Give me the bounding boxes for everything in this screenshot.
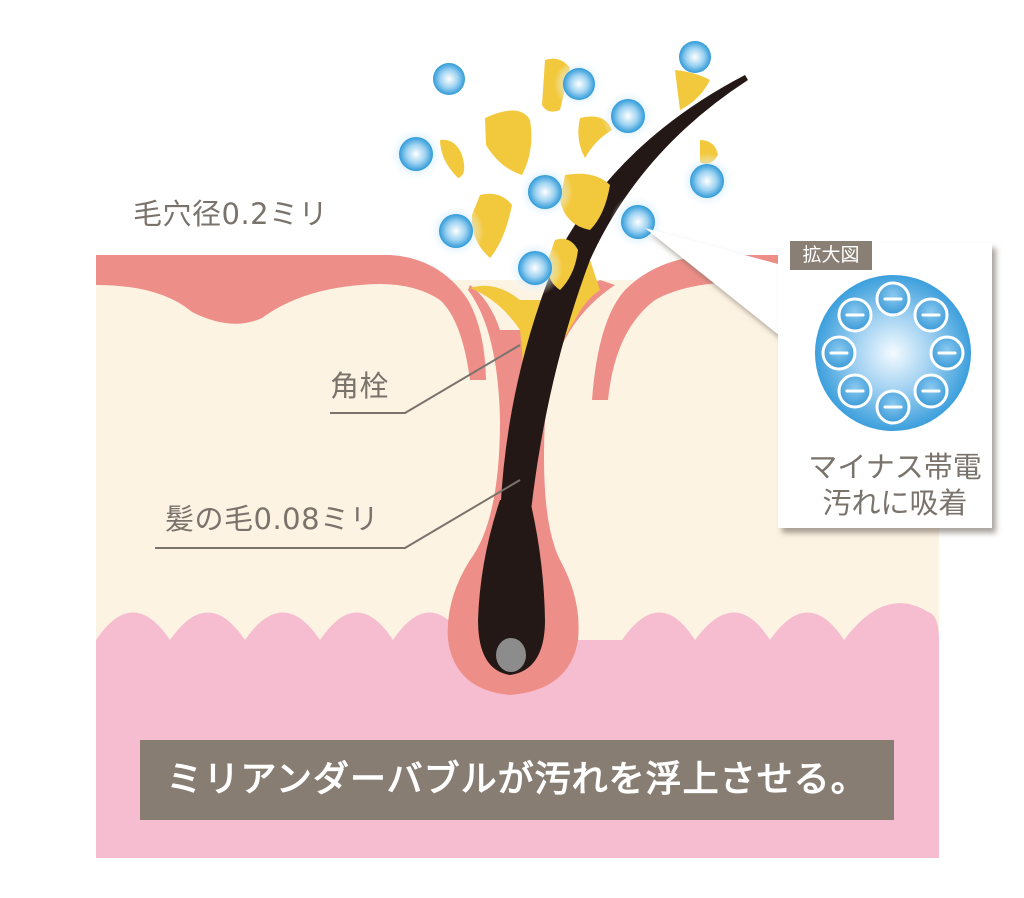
leader-line-hair	[155, 479, 521, 549]
epidermis-left	[96, 255, 486, 380]
minus-signs	[829, 297, 957, 409]
hair-diameter-label: 髪の毛0.08ミリ	[165, 502, 380, 536]
hair-root	[478, 500, 545, 675]
leader-line-sebum	[330, 344, 521, 414]
callout-line-1: マイナス帯電	[808, 450, 982, 484]
magnify-beam	[645, 228, 800, 352]
sebum-plug-label: 角栓	[330, 369, 390, 403]
hair-shaft	[500, 75, 748, 520]
dermal-papilla	[496, 638, 526, 672]
magnified-view-tag: 拡大図	[790, 241, 872, 270]
pore-diameter-label: 毛穴径0.2ミリ	[133, 197, 329, 231]
charged-bubble	[815, 275, 971, 431]
bubbles	[388, 41, 735, 296]
callout-line-2: 汚れに吸着	[822, 486, 968, 520]
caption-banner: ミリアンダーバブルが汚れを浮上させる。	[140, 740, 894, 820]
